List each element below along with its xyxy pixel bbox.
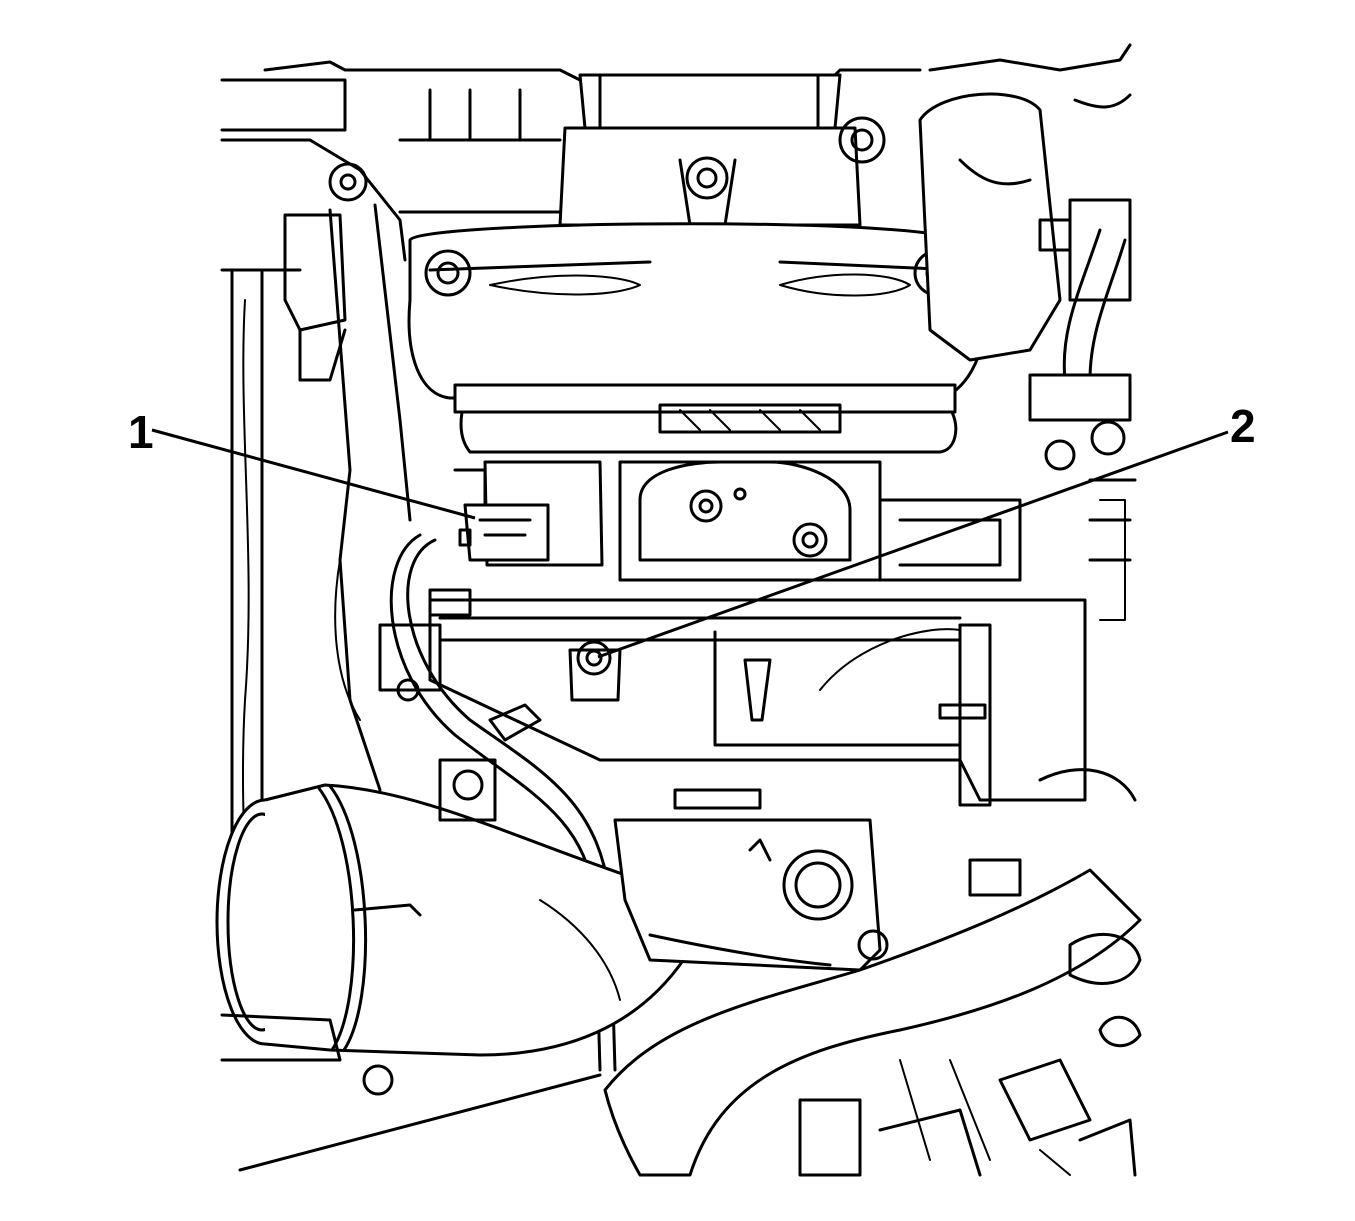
right-side-hardware bbox=[918, 43, 1137, 621]
callout-2-label: 2 bbox=[1230, 400, 1256, 452]
intake-housing-top bbox=[263, 60, 922, 227]
wastegate-actuator-connector bbox=[453, 460, 604, 567]
actuator-bracket bbox=[618, 460, 1022, 582]
turbo-housing bbox=[407, 222, 988, 454]
intake-pipe bbox=[215, 758, 692, 1057]
engine-block-left bbox=[220, 78, 412, 1012]
callout-1-leader bbox=[151, 428, 476, 520]
turbo-outlet bbox=[613, 788, 889, 972]
callout-1-label: 1 bbox=[128, 406, 154, 458]
vacuum-hose bbox=[389, 533, 617, 1072]
lower-engine-components bbox=[220, 1013, 1137, 1177]
lower-coolant-hose bbox=[603, 768, 1142, 1177]
turbo-exhaust-housing bbox=[378, 598, 1087, 807]
callout-2-leader bbox=[597, 430, 1229, 659]
